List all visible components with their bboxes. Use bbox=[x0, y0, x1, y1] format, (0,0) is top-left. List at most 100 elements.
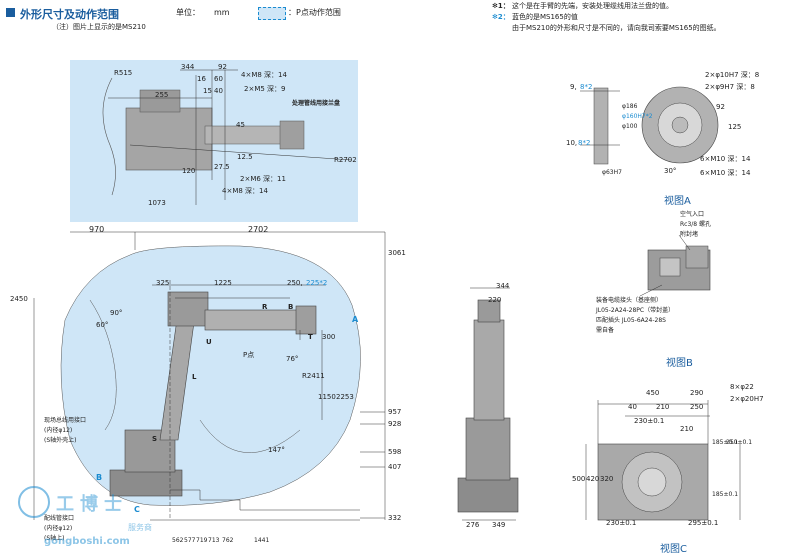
sv-dim-598: 598 bbox=[388, 448, 402, 456]
vc-dim-210-b: 210 bbox=[680, 425, 694, 433]
va-angle-30: 30° bbox=[664, 167, 677, 175]
va-h7-9: 2×φ9H7 深：8 bbox=[705, 83, 755, 91]
sv-dim-2253: 2253 bbox=[336, 393, 354, 401]
top-view-robot bbox=[125, 107, 213, 171]
sv-dim-300: 300 bbox=[322, 333, 336, 341]
tv-dim-60: 60 bbox=[214, 75, 223, 83]
vc-dim-450: 450 bbox=[646, 389, 660, 397]
vc-dim-295: 295±0.1 bbox=[688, 519, 719, 527]
va-phi186: φ186 bbox=[622, 103, 638, 110]
sv-note-fieldbus-dia: (内径φ12) bbox=[44, 427, 73, 434]
sv-dim-970: 970 bbox=[89, 225, 105, 234]
sv-dim-1225: 1225 bbox=[214, 279, 232, 287]
vc-dim-290: 290 bbox=[690, 389, 704, 397]
tv-dim-16: 16 bbox=[197, 75, 206, 83]
fv-dim-344: 344 bbox=[496, 282, 510, 290]
tv-m6: 2×M6 深：11 bbox=[240, 175, 286, 183]
va-dim-9-b: 8*2 bbox=[580, 83, 593, 91]
vb-self-supply: 需自备 bbox=[596, 327, 615, 334]
fv-dim-276: 276 bbox=[466, 521, 480, 529]
sv-dim-250: 250, bbox=[287, 279, 303, 287]
sv-angle-90: 90° bbox=[110, 309, 123, 317]
sv-note-cable-dia: (内径φ12) bbox=[44, 525, 73, 532]
tv-dim-40: 40 bbox=[214, 87, 223, 95]
tv-flange-note: 处理管线用接兰盘 bbox=[292, 100, 341, 107]
vc-dim-320: 320 bbox=[600, 475, 614, 483]
vc-dim-185-r: 185±0.1 bbox=[712, 439, 739, 446]
sv-dim-325: 325 bbox=[156, 279, 170, 287]
view-a-side bbox=[593, 87, 609, 165]
vb-air-inlet: 空气入口 bbox=[680, 211, 705, 218]
sv-dim-2702: 2702 bbox=[248, 225, 269, 234]
title-note: （注）图片上显示的是MS210 bbox=[52, 23, 146, 31]
sv-view-a-arrow: A bbox=[352, 315, 359, 324]
sv-axis-l: L bbox=[192, 373, 197, 381]
view-b-label: 视图B bbox=[666, 358, 693, 369]
title-square bbox=[6, 8, 15, 17]
va-phi160: φ160H7*2 bbox=[622, 113, 653, 120]
vc-dim-185-rb: 185±0.1 bbox=[712, 491, 739, 498]
vc-dim-500: 500 bbox=[572, 475, 586, 483]
watermark-logo-icon bbox=[18, 486, 50, 518]
sv-bottom-719: 719 bbox=[196, 537, 208, 544]
vc-dim-250: 250 bbox=[690, 403, 704, 411]
fv-dim-220: 220 bbox=[488, 296, 502, 304]
vb-connector-model: JL05-2A24-28PC（带封盖） bbox=[596, 307, 675, 314]
note-2-mark: ✻2： bbox=[492, 13, 510, 21]
va-h7-10: 2×φ10H7 深：8 bbox=[705, 71, 760, 79]
sv-axis-r: R bbox=[262, 303, 268, 311]
sv-note-cable-loc: (S轴上) bbox=[44, 535, 65, 542]
sv-dim-407: 407 bbox=[388, 463, 402, 471]
sv-axis-b: B bbox=[288, 303, 294, 311]
sv-view-b-arrow: B bbox=[96, 473, 103, 482]
sv-note-cable: 配线管接口 bbox=[44, 515, 75, 522]
va-dim-10-b: 8*2 bbox=[578, 139, 591, 147]
va-phi63: φ63H7 bbox=[602, 169, 622, 176]
vc-holes-22: 8×φ22 bbox=[730, 383, 754, 391]
unit-label: 单位： bbox=[176, 8, 200, 17]
sv-dim-928: 928 bbox=[388, 420, 402, 428]
top-view-arc bbox=[102, 77, 116, 196]
watermark-url: gongboshi.com bbox=[44, 536, 130, 547]
vc-dim-40: 40 bbox=[628, 403, 637, 411]
vc-holes-20: 2×φ20H7 bbox=[730, 395, 764, 403]
front-view-arm bbox=[473, 319, 505, 421]
va-m10-b: 6×M10 深：14 bbox=[700, 169, 751, 177]
sv-dim-3061: 3061 bbox=[388, 249, 406, 257]
tv-dim-12-5: 12.5 bbox=[237, 153, 253, 161]
vc-dim-420: 420 bbox=[586, 475, 600, 483]
sv-r2411: R2411 bbox=[302, 372, 325, 380]
tv-dim-r515: R515 bbox=[114, 69, 133, 77]
tv-dim-255: 255 bbox=[155, 91, 169, 99]
va-dim-125: 125 bbox=[728, 123, 742, 131]
unit-value: mm bbox=[214, 8, 230, 17]
vb-air-plug: 附封堵 bbox=[680, 231, 699, 238]
tv-dim-27-5: 27.5 bbox=[214, 163, 230, 171]
sv-dim-332: 332 bbox=[388, 514, 402, 522]
sv-bottom-577: 577 bbox=[184, 537, 196, 544]
front-view-base bbox=[457, 477, 519, 513]
legend-label: ：P点动作范围 bbox=[288, 8, 341, 17]
sv-axis-u: U bbox=[206, 338, 212, 346]
sv-axis-t: T bbox=[308, 333, 313, 341]
vc-dim-230-bottom: 230±0.1 bbox=[606, 519, 637, 527]
sv-view-c-arrow: C bbox=[134, 505, 140, 514]
tv-r2702: R2702 bbox=[334, 156, 357, 164]
view-a-label: 视图A bbox=[664, 196, 691, 207]
va-phi100: φ100 bbox=[622, 123, 638, 130]
sv-p-point: P点 bbox=[243, 351, 255, 359]
tv-m8-b: 4×M8 深：14 bbox=[222, 187, 268, 195]
sv-bottom-1441: 1441 bbox=[254, 537, 270, 544]
tv-m5: 2×M5 深：9 bbox=[244, 85, 286, 93]
note-1-mark: ✻1： bbox=[492, 2, 510, 10]
side-view-upper-arm bbox=[204, 309, 306, 331]
watermark-sub: 服务商 bbox=[128, 523, 152, 532]
watermark-brand: 工博士 bbox=[56, 494, 128, 515]
sv-bottom-562: 562 bbox=[172, 537, 184, 544]
view-c-label: 视图C bbox=[660, 544, 687, 555]
va-dim-9: 9, bbox=[570, 83, 577, 91]
note-2-text-b: 由于MS210的外形和尺寸是不同的，请向我司索要MS165的图纸。 bbox=[512, 24, 721, 32]
sv-angle-76: 76° bbox=[286, 355, 299, 363]
tv-dim-344: 344 bbox=[181, 63, 195, 71]
